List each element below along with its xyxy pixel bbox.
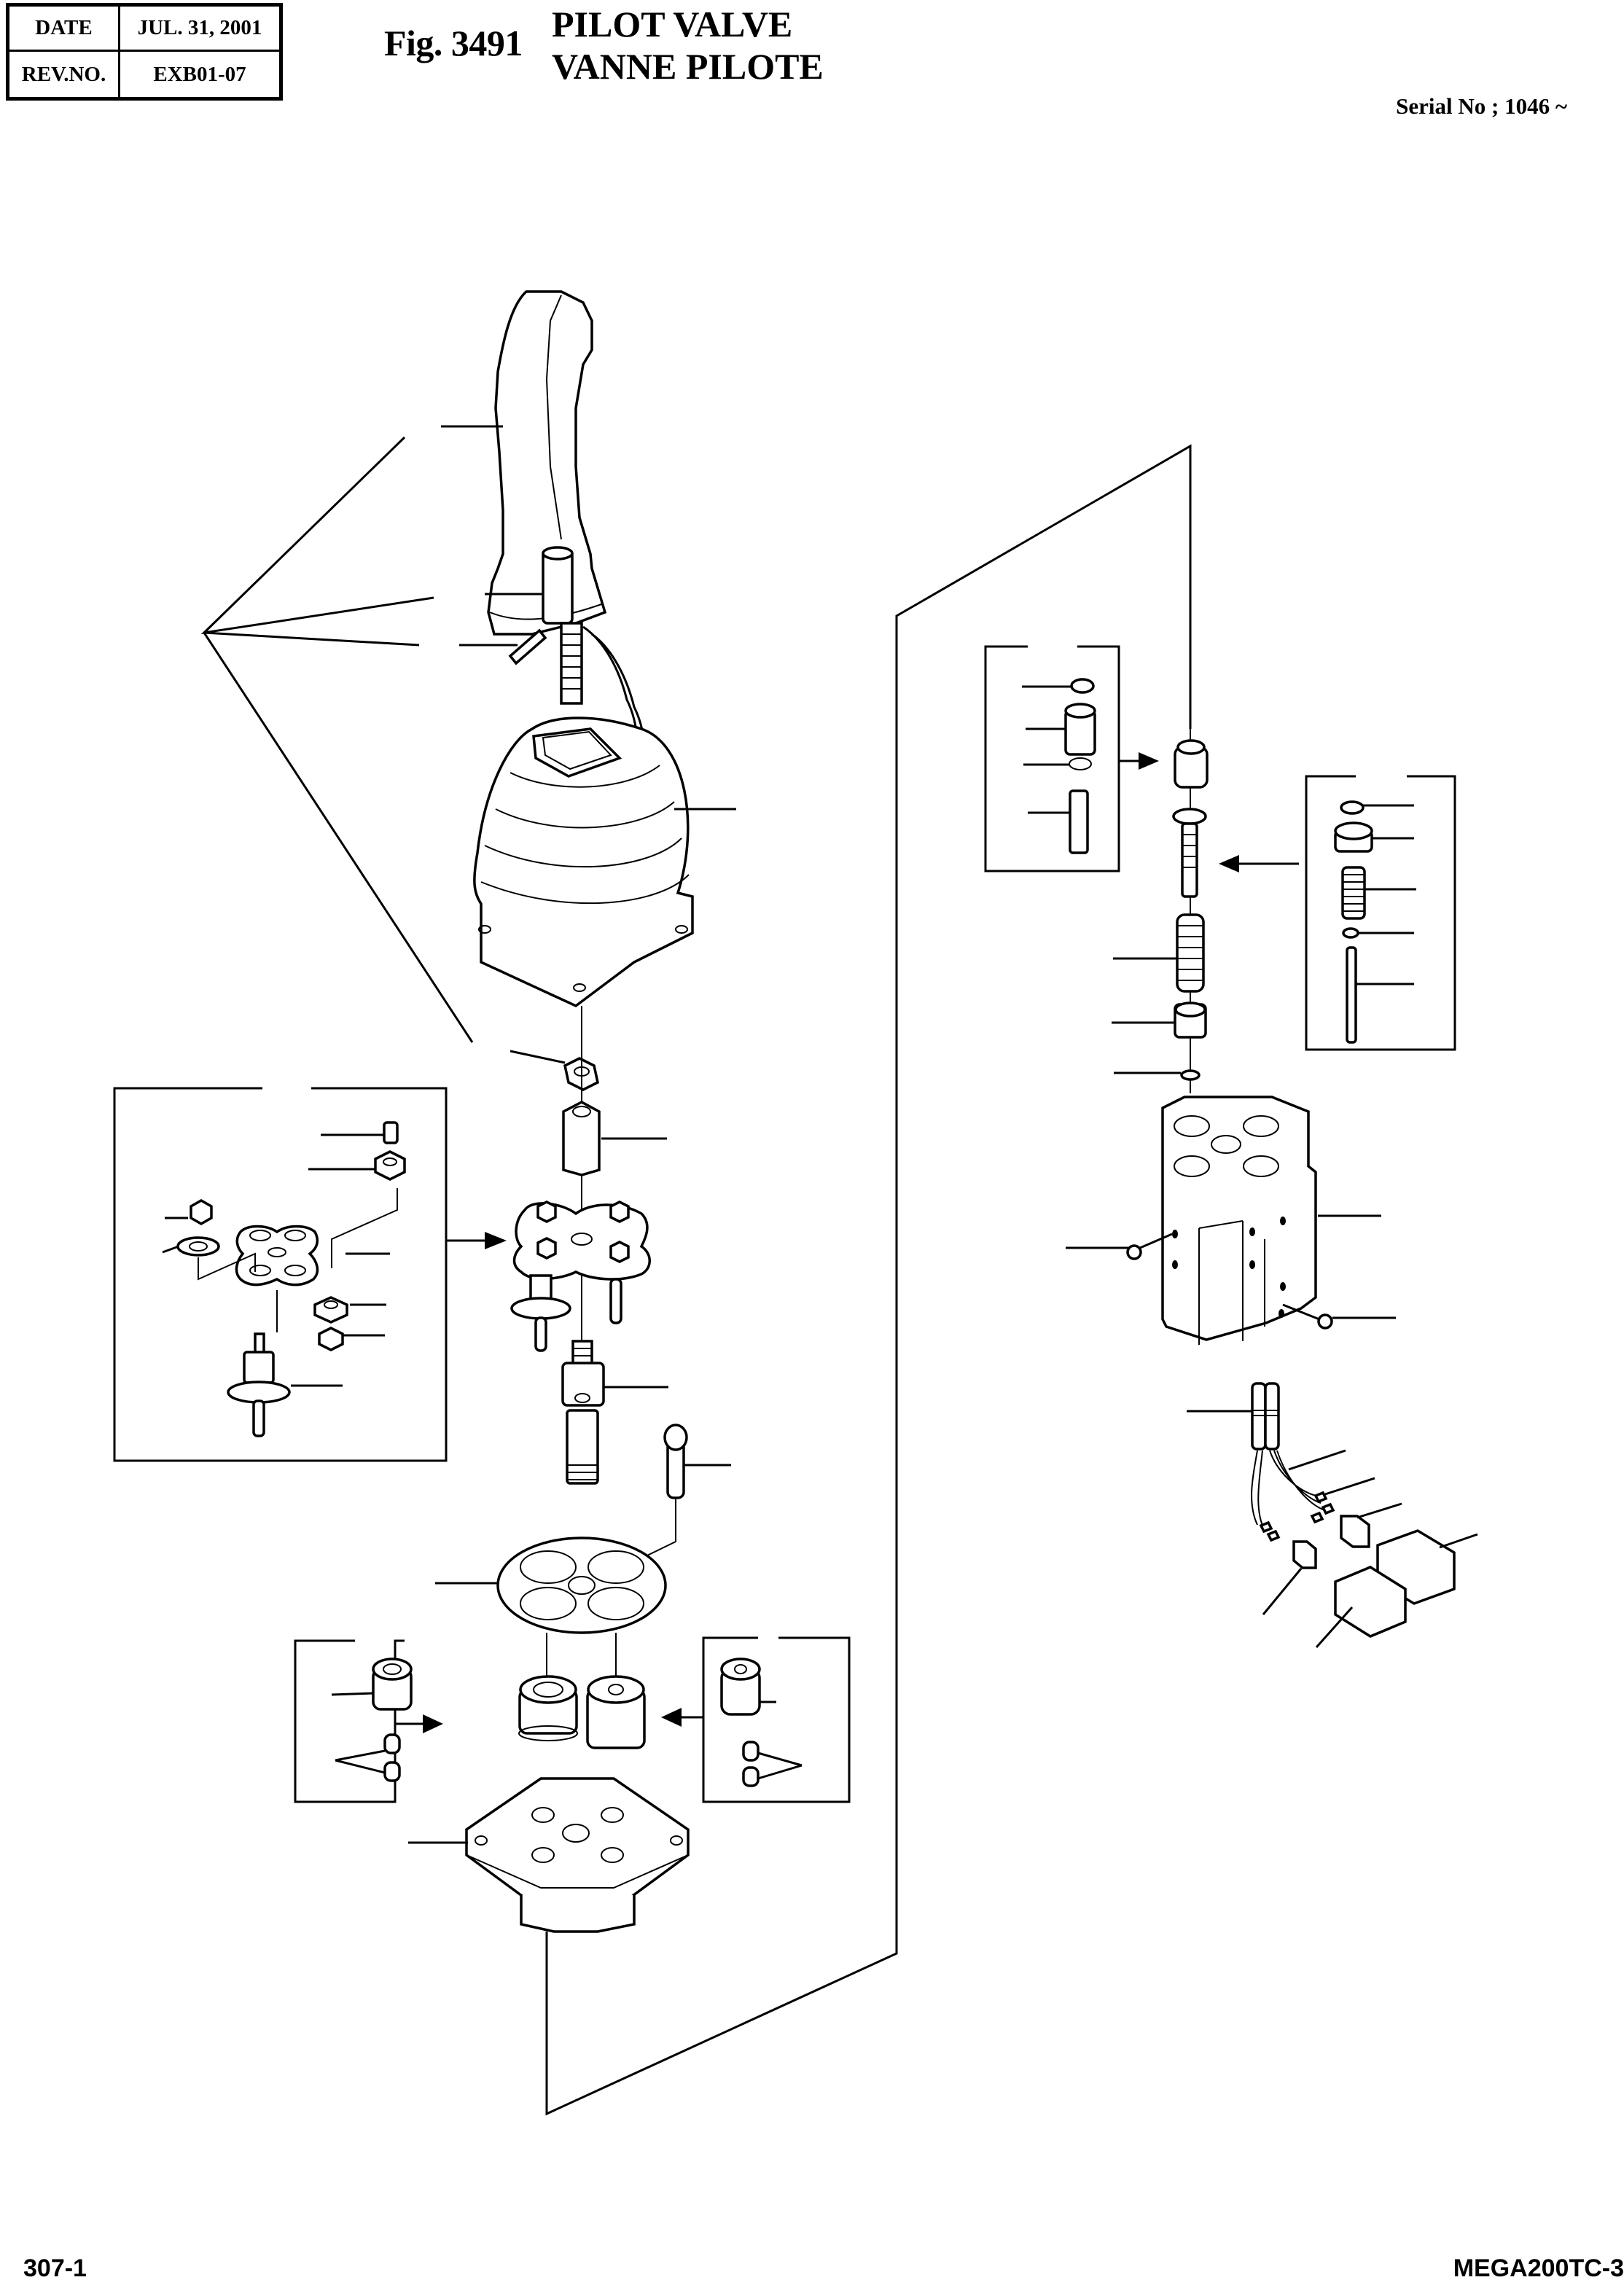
spring-pin	[510, 630, 545, 663]
coupling	[563, 1102, 599, 1175]
pin	[665, 1425, 687, 1498]
group-bracket	[204, 437, 472, 1042]
nut-leader	[510, 1051, 565, 1063]
spool-detail-box	[1306, 776, 1455, 1050]
o-ring	[1182, 1071, 1199, 1079]
body	[1163, 1097, 1316, 1345]
rubber-boot	[475, 718, 692, 1006]
rev-value: EXB01-07	[153, 62, 246, 86]
left-detail-arrow-head	[423, 1714, 443, 1733]
page-number: 307-1	[23, 2254, 87, 2282]
spool-assembly	[1174, 809, 1206, 897]
set-screw-left-leader	[1066, 1234, 1172, 1248]
revision-table: DATE JUL. 31, 2001 REV.NO. EXB01-07	[6, 3, 283, 101]
body-link-bracket	[547, 446, 1190, 2114]
date-label: DATE	[9, 7, 120, 52]
universal-joint	[563, 1341, 604, 1483]
spool-detail-arrow-head	[1219, 855, 1239, 872]
date-value: JUL. 31, 2001	[120, 7, 279, 52]
set-screw-right-leader	[1283, 1305, 1396, 1319]
lever-grip	[488, 292, 605, 634]
seal-plug	[519, 1676, 577, 1741]
harness-leader-2	[1289, 1451, 1346, 1469]
plate-assembly	[512, 1202, 649, 1351]
cover-plate	[466, 1779, 688, 1932]
right-detail-arrow-head	[661, 1708, 682, 1727]
cap-detail-box	[703, 1638, 849, 1802]
rev-label: REV.NO.	[9, 52, 120, 97]
harness-leader-5	[1440, 1534, 1477, 1547]
cap	[587, 1676, 644, 1748]
plate-assembly-detail-box	[114, 1088, 446, 1461]
harness-leader-3	[1325, 1478, 1375, 1494]
seal-plug-detail-box	[295, 1641, 411, 1802]
harness-leader-7	[1316, 1607, 1352, 1647]
return-spring	[1177, 915, 1203, 991]
harness-leader-6	[1263, 1569, 1301, 1615]
spring-seat	[1175, 1003, 1206, 1037]
plug-assembly	[1175, 741, 1207, 787]
page-title-french: VANNE PILOTE	[552, 46, 824, 87]
cam-plate	[498, 1538, 665, 1633]
model-code: MEGA200TC-3	[1453, 2254, 1624, 2282]
detail-arrow-head	[485, 1232, 507, 1249]
lever-adapter	[543, 547, 582, 703]
plug-detail-arrow-head	[1139, 752, 1159, 770]
page-title-english: PILOT VALVE	[552, 4, 793, 44]
set-screw-left	[1128, 1246, 1141, 1259]
wire-harness	[1252, 1383, 1454, 1636]
serial-range: Serial No ; 1046 ~	[1396, 93, 1567, 119]
harness-leader-4	[1357, 1504, 1402, 1518]
set-screw-right	[1319, 1315, 1332, 1328]
figure-number: Fig. 3491	[384, 23, 523, 63]
plug-detail-box	[985, 647, 1126, 871]
